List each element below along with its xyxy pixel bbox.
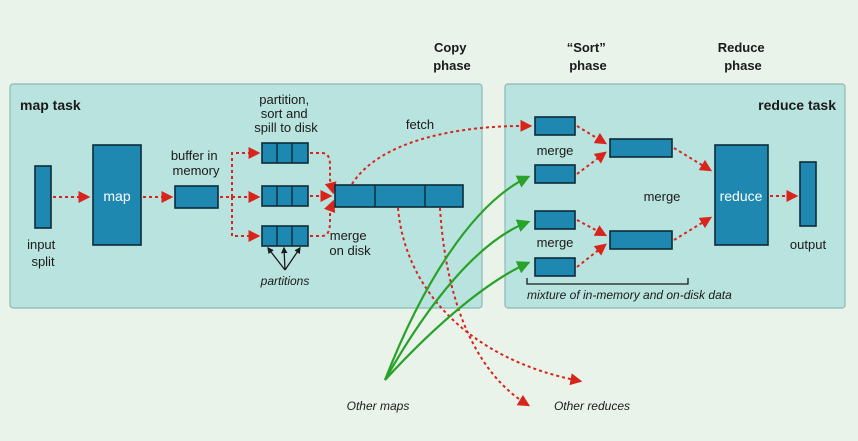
reduce-box <box>714 144 769 246</box>
arrow-to-other-reduces-2 <box>439 207 531 407</box>
arrow-other-map-1 <box>383 175 531 381</box>
merged-segment-top <box>609 138 673 158</box>
arrow-other-map-3 <box>384 261 531 381</box>
fetched-segment-3 <box>534 210 576 230</box>
mixture-label: mixture of in-memory and on-disk data <box>527 288 732 302</box>
reduce-label: reduce <box>720 188 763 204</box>
sort-phase-label: “Sort” phase <box>567 40 610 73</box>
fetched-segment-4 <box>534 257 576 277</box>
mixture-bracket <box>526 278 689 285</box>
partitions-label: partitions <box>260 274 310 288</box>
arrow-bottom-to-reduce <box>673 216 713 241</box>
fetched-segment-2 <box>534 164 576 184</box>
partition-label: partition, sort and spill to disk <box>254 92 318 135</box>
spill-file-1 <box>261 142 309 164</box>
map-task-title: map task <box>20 97 81 113</box>
partitions-pointer-2 <box>280 246 288 271</box>
buffer-box <box>174 185 219 209</box>
buffer-label: buffer in memory <box>171 148 221 178</box>
other-maps-label: Other maps <box>347 399 410 413</box>
merge-on-disk-label: merge on disk <box>329 228 371 258</box>
arrow-spill1-to-merge <box>310 152 337 195</box>
map-label: map <box>103 188 130 204</box>
merge-bottom-label: merge <box>537 235 574 250</box>
reduce-task-panel <box>504 83 846 309</box>
fetched-segment-1 <box>534 116 576 136</box>
merged-map-output <box>334 184 464 208</box>
arrow-other-map-2 <box>384 219 531 381</box>
merge-top-label: merge <box>537 143 574 158</box>
output-box <box>799 161 817 227</box>
arrow-top-to-reduce <box>673 147 713 172</box>
arrow-buffer-to-spill-3 <box>231 197 261 242</box>
reduce-task-title: reduce task <box>758 97 836 113</box>
input-split-label: input split <box>27 237 59 269</box>
arrow-seg3-to-merge-bottom <box>576 219 608 237</box>
spill-file-2 <box>261 185 309 207</box>
map-box <box>92 144 142 246</box>
other-reduces-label: Other reduces <box>554 399 630 413</box>
copy-phase-label: Copy phase <box>433 40 471 73</box>
arrow-fetch-to-reduce <box>351 119 533 185</box>
input-split-box <box>34 165 52 229</box>
fetch-label: fetch <box>406 117 434 132</box>
arrow-spill3-to-merge <box>310 199 336 237</box>
reduce-phase-label: Reduce phase <box>718 40 769 73</box>
output-label: output <box>790 237 827 252</box>
merge-middle-label: merge <box>644 189 681 204</box>
spill-file-3 <box>261 225 309 247</box>
arrow-to-other-reduces-1 <box>397 207 583 386</box>
partitions-pointer-3 <box>284 246 301 271</box>
merged-segment-bottom <box>609 230 673 250</box>
partitions-pointer-1 <box>267 246 286 271</box>
